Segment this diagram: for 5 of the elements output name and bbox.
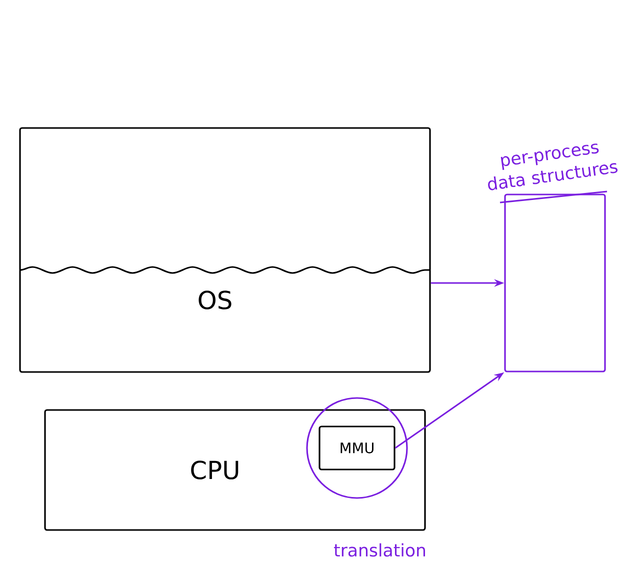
os-box: OS <box>19 127 431 373</box>
data-structure-box: per-process data structures <box>488 144 618 372</box>
mmu-box: MMU <box>306 397 408 499</box>
note-text: translation <box>334 543 425 557</box>
node-label: per-process data structures <box>488 144 618 190</box>
